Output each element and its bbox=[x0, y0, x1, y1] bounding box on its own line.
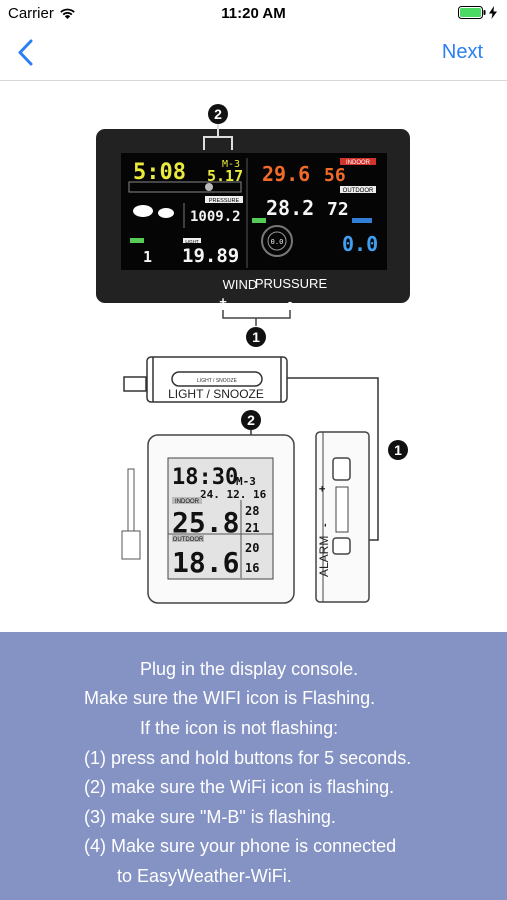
chevron-left-icon[interactable] bbox=[12, 38, 42, 68]
console-plus-label: + bbox=[219, 294, 227, 309]
next-button[interactable]: Next bbox=[441, 41, 483, 63]
display-outdoor-val1: 20 bbox=[245, 541, 259, 555]
side-alarm-label: ALARM bbox=[317, 536, 331, 577]
wifi-icon bbox=[60, 8, 75, 19]
instruction-line-5: (2) make sure the WiFi icon is flashing. bbox=[84, 777, 395, 797]
console-outdoor-temp: 28.2 bbox=[266, 196, 314, 220]
console-time: 5:08 bbox=[133, 160, 186, 185]
side-plus-label: + bbox=[317, 486, 329, 492]
status-time: 11:20 AM bbox=[221, 5, 286, 22]
display-indoor-val2: 21 bbox=[245, 521, 259, 535]
callout-1-side-label: 1 bbox=[394, 442, 402, 458]
battery-icon bbox=[458, 6, 486, 19]
console-outdoor-humidity: 72 bbox=[327, 199, 349, 220]
console-light-value: 19.89 bbox=[182, 245, 239, 267]
carrier-label: Carrier bbox=[8, 5, 54, 22]
console-date: 5.17 bbox=[207, 167, 243, 185]
instruction-line-4: (1) press and hold buttons for 5 seconds… bbox=[84, 748, 412, 768]
console-outdoor-label: OUTDOOR bbox=[343, 188, 374, 194]
display-console: 2 5:08 M-3 5.17 INDOOR 29.6 56 PRESSURE … bbox=[96, 104, 410, 347]
side-minus-label: - bbox=[319, 523, 331, 527]
console-mode: M-3 bbox=[222, 159, 240, 170]
status-bar: Carrier 11:20 AM bbox=[0, 0, 507, 26]
instruction-line-7: (4) Make sure your phone is connected bbox=[84, 836, 397, 856]
callout-2-top-label: 2 bbox=[214, 106, 222, 122]
device-illustration: 2 5:08 M-3 5.17 INDOOR 29.6 56 PRESSURE … bbox=[0, 81, 507, 632]
callout-2-top bbox=[208, 104, 228, 124]
console-pressure: 1009.2 bbox=[190, 209, 241, 225]
sensor-button-label: LIGHT / SNOOZE bbox=[168, 387, 264, 401]
instruction-line-8: to EasyWeather-WiFi. bbox=[117, 866, 292, 886]
console-indoor-label: INDOOR bbox=[346, 160, 371, 166]
battery-group bbox=[458, 6, 497, 19]
display-indoor-label: INDOOR bbox=[175, 499, 200, 505]
instruction-line-3: If the icon is not flashing: bbox=[140, 718, 339, 738]
console-wind-value: 1 bbox=[143, 248, 152, 266]
callout-2-display bbox=[241, 410, 261, 430]
display-outdoor-val2: 16 bbox=[245, 561, 259, 575]
instruction-line-1: Plug in the display console. bbox=[140, 659, 359, 679]
indoor-display: 2 18:30 M-3 24. 12. 16 INDOOR 25.8 28 21… bbox=[121, 410, 295, 604]
callout-1-console bbox=[246, 327, 266, 347]
instructions-panel: Plug in the display console. Make sure t… bbox=[0, 632, 507, 900]
console-rain-value: 0.0 bbox=[342, 232, 378, 256]
console-light-label: LIGHT bbox=[185, 239, 199, 244]
sensor-top-view bbox=[123, 356, 379, 541]
console-pressure-label: PRESSURE bbox=[209, 198, 240, 204]
console-side-view: + - ALARM 1 bbox=[315, 431, 408, 603]
console-compass-value: 0.0 bbox=[271, 238, 284, 246]
callout-1-console-label: 1 bbox=[252, 329, 260, 345]
instruction-line-2: Make sure the WIFI icon is Flashing. bbox=[84, 688, 376, 708]
console-minus-label: - bbox=[288, 294, 292, 309]
display-date: 24. 12. 16 bbox=[200, 488, 267, 501]
display-mode: M-3 bbox=[236, 475, 256, 488]
console-pressure-button-label: PRUSSURE bbox=[255, 276, 328, 291]
display-outdoor-temp: 18.6 bbox=[172, 546, 239, 579]
callout-2-display-label: 2 bbox=[247, 412, 255, 428]
display-indoor-val1: 28 bbox=[245, 504, 259, 518]
carrier-group: Carrier bbox=[8, 5, 76, 22]
instruction-line-6: (3) make sure "M-B" is flashing. bbox=[84, 807, 336, 827]
display-outdoor-label: OUTDOOR bbox=[173, 537, 204, 543]
charging-icon bbox=[489, 6, 497, 19]
sensor-button-label-small: LIGHT / SNOOZE bbox=[197, 378, 238, 384]
callout-1-side bbox=[388, 440, 408, 460]
console-indoor-humidity: 56 bbox=[324, 165, 346, 186]
console-wind-button-label: WIND bbox=[223, 277, 258, 292]
display-time: 18:30 bbox=[172, 465, 238, 490]
console-indoor-temp: 29.6 bbox=[262, 162, 310, 186]
navigation-bar: Next bbox=[0, 26, 507, 81]
